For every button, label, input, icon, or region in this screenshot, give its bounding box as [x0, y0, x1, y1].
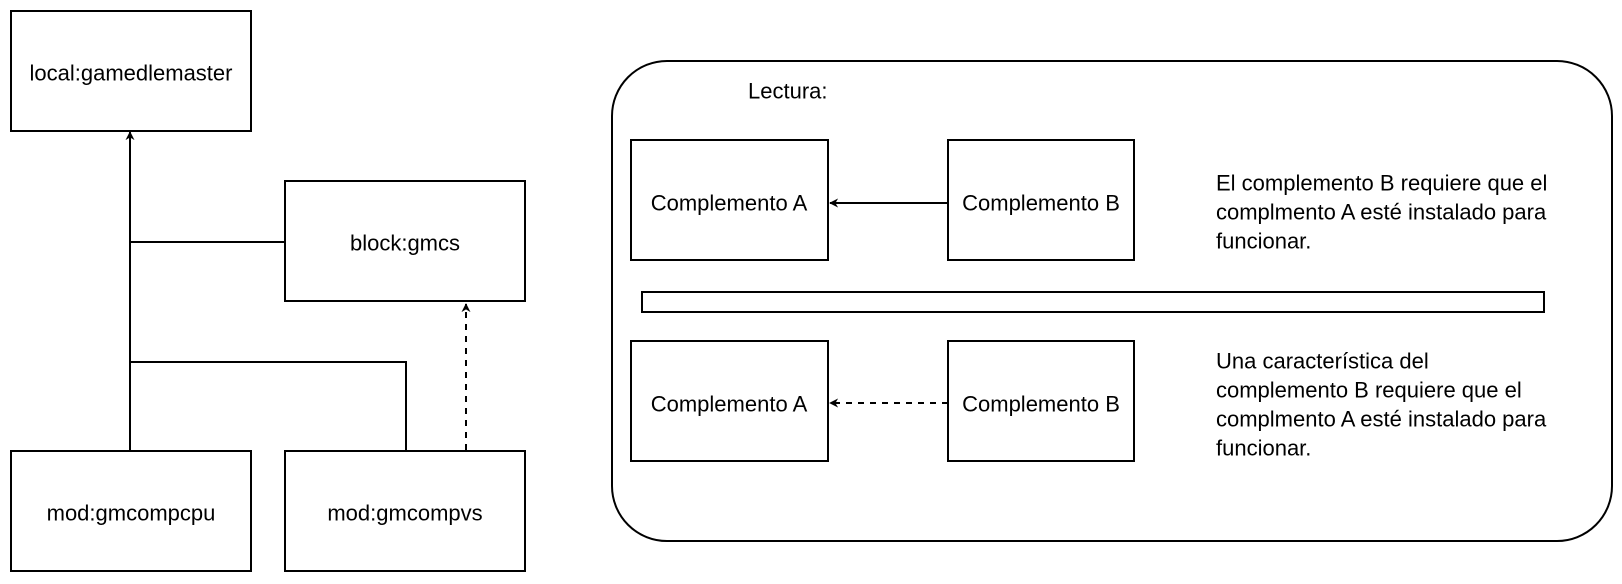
legend-optional-source: Complemento A [651, 392, 808, 417]
legend-optional-description: Una característica del complemento B req… [1216, 341, 1552, 461]
legend-optional-target-box[interactable] [947, 340, 1135, 462]
legend-required-example: Complemento A Complemento B El complemen… [630, 139, 1554, 261]
node-mod-gmcompcpu[interactable]: mod:gmcompcpu [10, 450, 252, 572]
legend-required-target-box[interactable] [947, 139, 1135, 261]
legend-required-description: El complemento B requiere que el complme… [1216, 163, 1554, 254]
node-local-gamedlemaster[interactable]: local:gamedlemaster [10, 10, 252, 132]
tree-edges [125, 131, 471, 450]
legend-optional-target: Complemento B [962, 392, 1120, 417]
legend-title: Lectura: [748, 79, 828, 104]
node-label: mod:gmcompvs [327, 501, 482, 526]
legend-required-source-box[interactable] [630, 139, 829, 261]
node-block-gmcs[interactable]: block:gmcs [284, 180, 526, 302]
legend-optional-source-box[interactable] [630, 340, 829, 462]
legend-panel: Lectura: Complemento A Complemento B El … [611, 60, 1613, 542]
legend-optional-example: Complemento A Complemento B Una caracter… [630, 340, 1552, 462]
legend-required-source: Complemento A [651, 191, 808, 216]
node-mod-gmcompvs[interactable]: mod:gmcompvs [284, 450, 526, 572]
node-label: mod:gmcompcpu [47, 501, 216, 526]
node-label: local:gamedlemaster [30, 61, 233, 86]
legend-required-target: Complemento B [962, 191, 1120, 216]
edge-vs-to-root [130, 361, 407, 450]
node-label: block:gmcs [350, 231, 460, 256]
legend-separator [641, 291, 1545, 313]
